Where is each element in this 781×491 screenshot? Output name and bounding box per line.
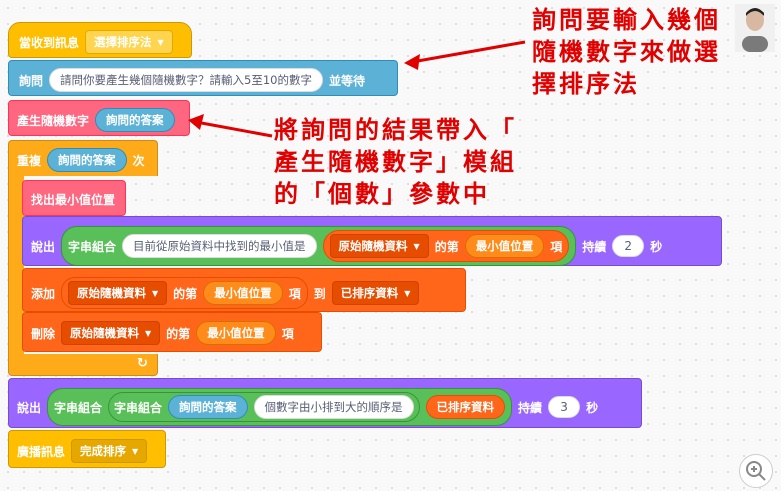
join-text-input-2[interactable]: 個數字由小排到大的順序是 — [253, 395, 414, 419]
avatar-icon — [735, 4, 775, 52]
say2-label: 說出 — [17, 400, 42, 415]
item-label: 項 — [550, 239, 563, 254]
annotation-note-2: 將詢問的結果帶入「 產生隨機數字」模組 的「個數」參數中 — [274, 114, 517, 210]
broadcast-message-dropdown[interactable]: 完成排序 ▼ — [71, 439, 148, 463]
hat-label: 當收到訊息 — [19, 35, 80, 50]
of-label: 的第 — [434, 239, 459, 254]
target-list-value: 已排序資料 — [340, 286, 399, 300]
caret-down-icon: ▼ — [413, 241, 420, 251]
arrow-1 — [411, 40, 526, 64]
note2-line: 的「個數」參數中 — [274, 179, 490, 208]
join-reporter-outer[interactable]: 字串組合 字串組合 詢問的答案 個數字由小排到大的順序是 已排序資料 — [47, 388, 513, 426]
repeat-bottom: ↻ — [8, 354, 158, 376]
answer-reporter-repeat[interactable]: 詢問的答案 — [47, 148, 127, 172]
caret-down-icon: ▼ — [157, 37, 164, 47]
for-label-2: 持續 — [518, 400, 543, 415]
unit-label: 秒 — [650, 239, 663, 254]
broadcast-label: 廣播訊息 — [17, 444, 66, 459]
broadcast-message-value: 完成排序 — [80, 444, 127, 458]
annotation-note-1: 詢問要輸入幾個 隨機數字來做選 擇排序法 — [532, 4, 721, 100]
for-label: 持續 — [582, 239, 607, 254]
secs-input-2[interactable]: 3 — [548, 396, 581, 418]
join-outer-label: 字串組合 — [54, 400, 103, 415]
add-label: 添加 — [31, 286, 56, 301]
list-dropdown[interactable]: 原始隨機資料 ▼ — [329, 234, 429, 258]
min-index-reporter-add[interactable]: 最小值位置 — [203, 281, 283, 305]
repeat-arm — [8, 175, 24, 355]
say-for-secs-block[interactable]: 說出 字串組合 目前從原始資料中找到的最小值是 原始隨機資料 ▼ 的第 最小值位置… — [22, 216, 722, 266]
join-reporter[interactable]: 字串組合 目前從原始資料中找到的最小值是 原始隨機資料 ▼ 的第 最小值位置 項 — [61, 226, 577, 266]
user-avatar — [735, 4, 775, 52]
genrand-label: 產生隨機數字 — [17, 113, 90, 128]
note1-line: 詢問要輸入幾個 — [532, 5, 721, 34]
list-dropdown-value: 原始隨機資料 — [338, 239, 408, 253]
delete-from-list-block[interactable]: 刪除 原始隨機資料 ▼ 的第 最小值位置 項 — [22, 312, 322, 352]
join-label: 字串組合 — [68, 239, 117, 254]
delete-label: 刪除 — [31, 326, 56, 341]
repeat-suffix: 次 — [132, 153, 145, 168]
target-list-dropdown[interactable]: 已排序資料 ▼ — [331, 281, 420, 305]
list-item-reporter-add[interactable]: 原始隨機資料 ▼ 的第 最小值位置 項 — [61, 277, 308, 309]
min-index-reporter-delete[interactable]: 最小值位置 — [196, 321, 276, 345]
zoom-in-icon — [746, 461, 766, 481]
answer-reporter-say[interactable]: 詢問的答案 — [168, 395, 248, 419]
min-index-reporter[interactable]: 最小值位置 — [464, 234, 545, 258]
zoom-in-button[interactable] — [739, 454, 773, 488]
to-label: 到 — [313, 286, 326, 301]
join-text-input[interactable]: 目前從原始資料中找到的最小值是 — [122, 234, 317, 258]
note1-line: 擇排序法 — [532, 69, 640, 98]
join-inner-label: 字串組合 — [114, 400, 163, 415]
arrow-1-head — [404, 54, 420, 70]
findmin-label: 找出最小值位置 — [31, 193, 116, 207]
caret-down-icon: ▼ — [404, 288, 411, 298]
note1-line: 隨機數字來做選 — [532, 37, 721, 66]
item-label-delete: 項 — [281, 326, 294, 341]
generate-random-numbers-block[interactable]: 產生隨機數字 詢問的答案 — [8, 100, 190, 136]
unit-label-2: 秒 — [586, 400, 599, 415]
join-reporter-inner[interactable]: 字串組合 詢問的答案 個數字由小排到大的順序是 — [108, 392, 420, 422]
when-receive-hat-block[interactable]: 當收到訊息 選擇排序法 ▼ — [8, 22, 192, 58]
list-dropdown-delete[interactable]: 原始隨機資料 ▼ — [61, 321, 161, 345]
caret-down-icon: ▼ — [132, 446, 139, 456]
note2-line: 產生隨機數字」模組 — [274, 147, 517, 176]
ask-suffix: 並等待 — [328, 73, 365, 88]
say-result-block[interactable]: 說出 字串組合 字串組合 詢問的答案 個數字由小排到大的順序是 已排序資料 持續… — [8, 378, 642, 428]
ask-label: 詢問 — [19, 73, 44, 88]
note2-line: 將詢問的結果帶入「 — [274, 115, 517, 144]
find-min-position-block[interactable]: 找出最小值位置 — [22, 180, 126, 216]
list-dropdown-add[interactable]: 原始隨機資料 ▼ — [68, 281, 168, 305]
of-label-add: 的第 — [173, 286, 198, 301]
sorted-list-reporter[interactable]: 已排序資料 — [425, 395, 506, 419]
message-dropdown[interactable]: 選擇排序法 ▼ — [85, 30, 173, 54]
say1-label: 說出 — [31, 239, 56, 254]
repeat-block[interactable]: 重複 詢問的答案 次 — [8, 140, 158, 176]
arrow-2 — [195, 120, 273, 138]
caret-down-icon: ▼ — [145, 328, 152, 338]
ask-question-input[interactable]: 請問你要產生幾個隨機數字？請輸入5至10的數字 — [49, 68, 323, 92]
repeat-label: 重複 — [17, 153, 42, 168]
broadcast-block[interactable]: 廣播訊息 完成排序 ▼ — [8, 430, 166, 468]
message-dropdown-value: 選擇排序法 — [94, 35, 152, 49]
item-label-add: 項 — [288, 286, 301, 301]
list-dropdown-delete-value: 原始隨機資料 — [70, 326, 140, 340]
list-item-reporter[interactable]: 原始隨機資料 ▼ 的第 最小值位置 項 — [322, 230, 570, 262]
secs-input[interactable]: 2 — [612, 235, 645, 257]
list-dropdown-add-value: 原始隨機資料 — [77, 286, 147, 300]
loop-arrow-icon: ↻ — [137, 356, 148, 371]
add-to-list-block[interactable]: 添加 原始隨機資料 ▼ 的第 最小值位置 項 到 已排序資料 ▼ — [22, 268, 466, 312]
ask-and-wait-block[interactable]: 詢問 請問你要產生幾個隨機數字？請輸入5至10的數字 並等待 — [8, 60, 398, 96]
arrow-2-head — [188, 114, 204, 130]
caret-down-icon: ▼ — [152, 288, 159, 298]
answer-reporter[interactable]: 詢問的答案 — [95, 108, 175, 132]
of-label-delete: 的第 — [166, 326, 191, 341]
